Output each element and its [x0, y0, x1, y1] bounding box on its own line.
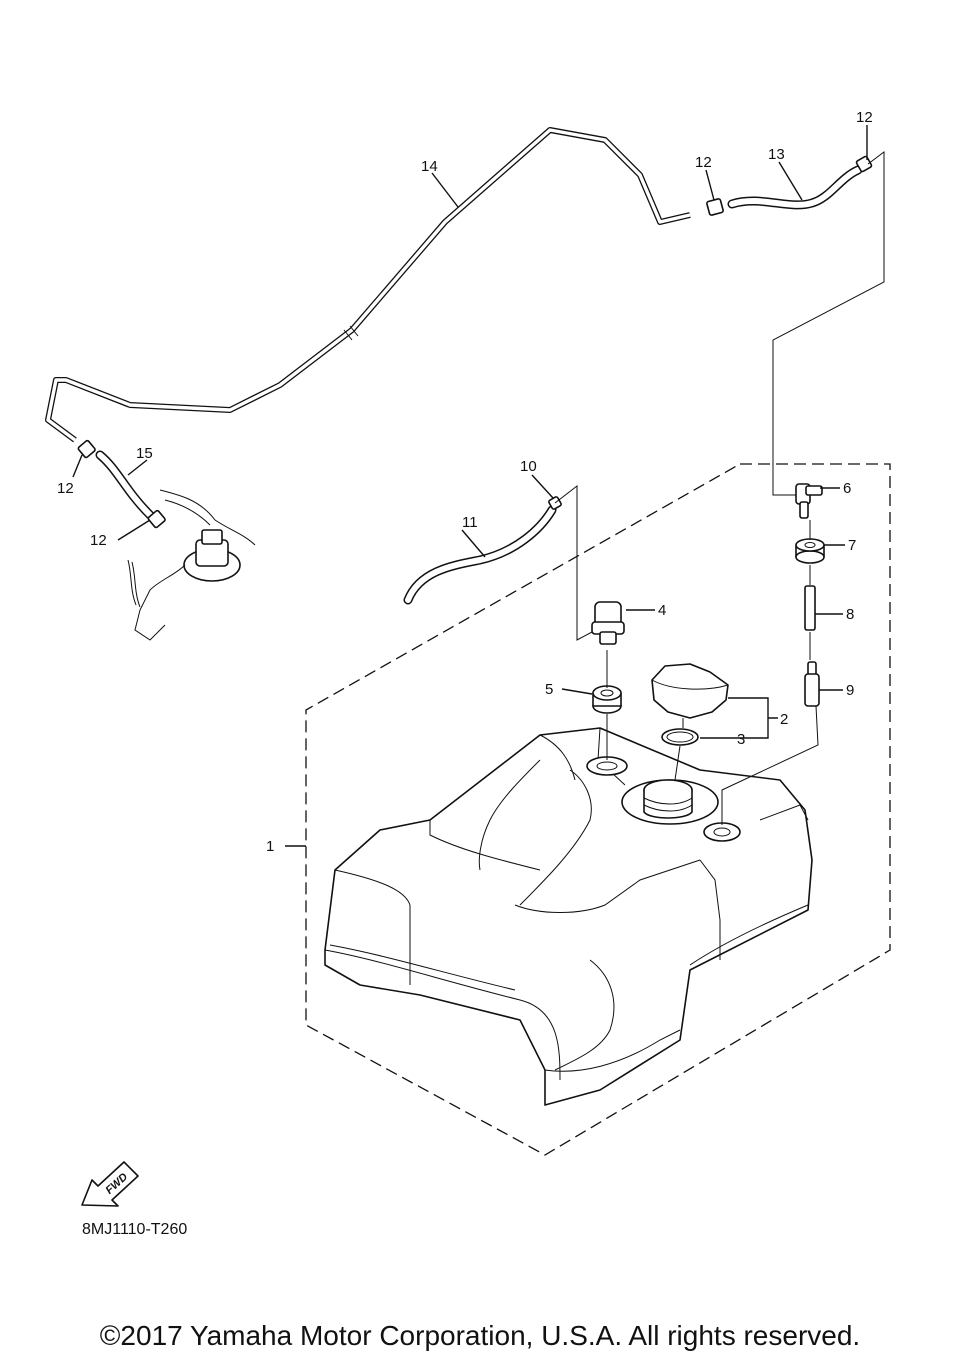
assembly-boundary: [305, 463, 891, 1156]
routing-lines: [554, 151, 885, 825]
clip-12-top-right: [855, 155, 873, 173]
callout-9: 9: [846, 682, 854, 699]
callout-3: 3: [737, 731, 745, 748]
pipe-8: [804, 585, 816, 631]
fuel-tank-1: [324, 727, 813, 1106]
leader-lines: [72, 125, 868, 847]
callout-numbers: 1 2 3 4 5 6 7 8 9 10 11 12 12 12 12 13 1…: [57, 109, 873, 855]
pipe-9: [804, 661, 820, 707]
valve-4: [591, 601, 625, 645]
grommet-7: [795, 538, 825, 564]
joint-6: [795, 483, 823, 519]
copyright-notice: ©2017 Yamaha Motor Corporation, U.S.A. A…: [99, 1320, 861, 1351]
callout-12-left-upper: 12: [57, 480, 74, 497]
callout-2: 2: [780, 711, 788, 728]
diagram-code: 8MJ1110-T260: [82, 1221, 187, 1238]
grommet-5: [592, 685, 622, 714]
callout-12-upper-middle: 12: [695, 154, 712, 171]
hose-15: [95, 450, 155, 520]
callout-12-left-lower: 12: [90, 532, 107, 549]
carburetor-fitting-inset: [127, 489, 256, 641]
callout-1: 1: [266, 838, 274, 855]
callout-4: 4: [658, 602, 666, 619]
callout-7: 7: [848, 537, 856, 554]
callout-11: 11: [462, 514, 478, 531]
clip-12-left-lower: [147, 509, 166, 529]
hose-13: [727, 165, 863, 210]
callout-13: 13: [768, 146, 785, 163]
fuel-cap-2: [651, 663, 729, 719]
breather-pipe-14: [45, 127, 691, 443]
callout-10: 10: [520, 458, 537, 475]
o-ring-3: [661, 728, 699, 746]
callout-15: 15: [136, 445, 153, 462]
callout-14: 14: [421, 158, 438, 175]
fwd-arrow-icon: FWD: [81, 1161, 139, 1207]
callout-6: 6: [843, 480, 851, 497]
clip-12-left-upper: [77, 439, 96, 459]
callout-12-top-right: 12: [856, 109, 873, 126]
callout-5: 5: [545, 681, 553, 698]
callout-8: 8: [846, 606, 854, 623]
clip-12-upper-middle: [706, 198, 724, 216]
hose-11: [403, 505, 557, 605]
